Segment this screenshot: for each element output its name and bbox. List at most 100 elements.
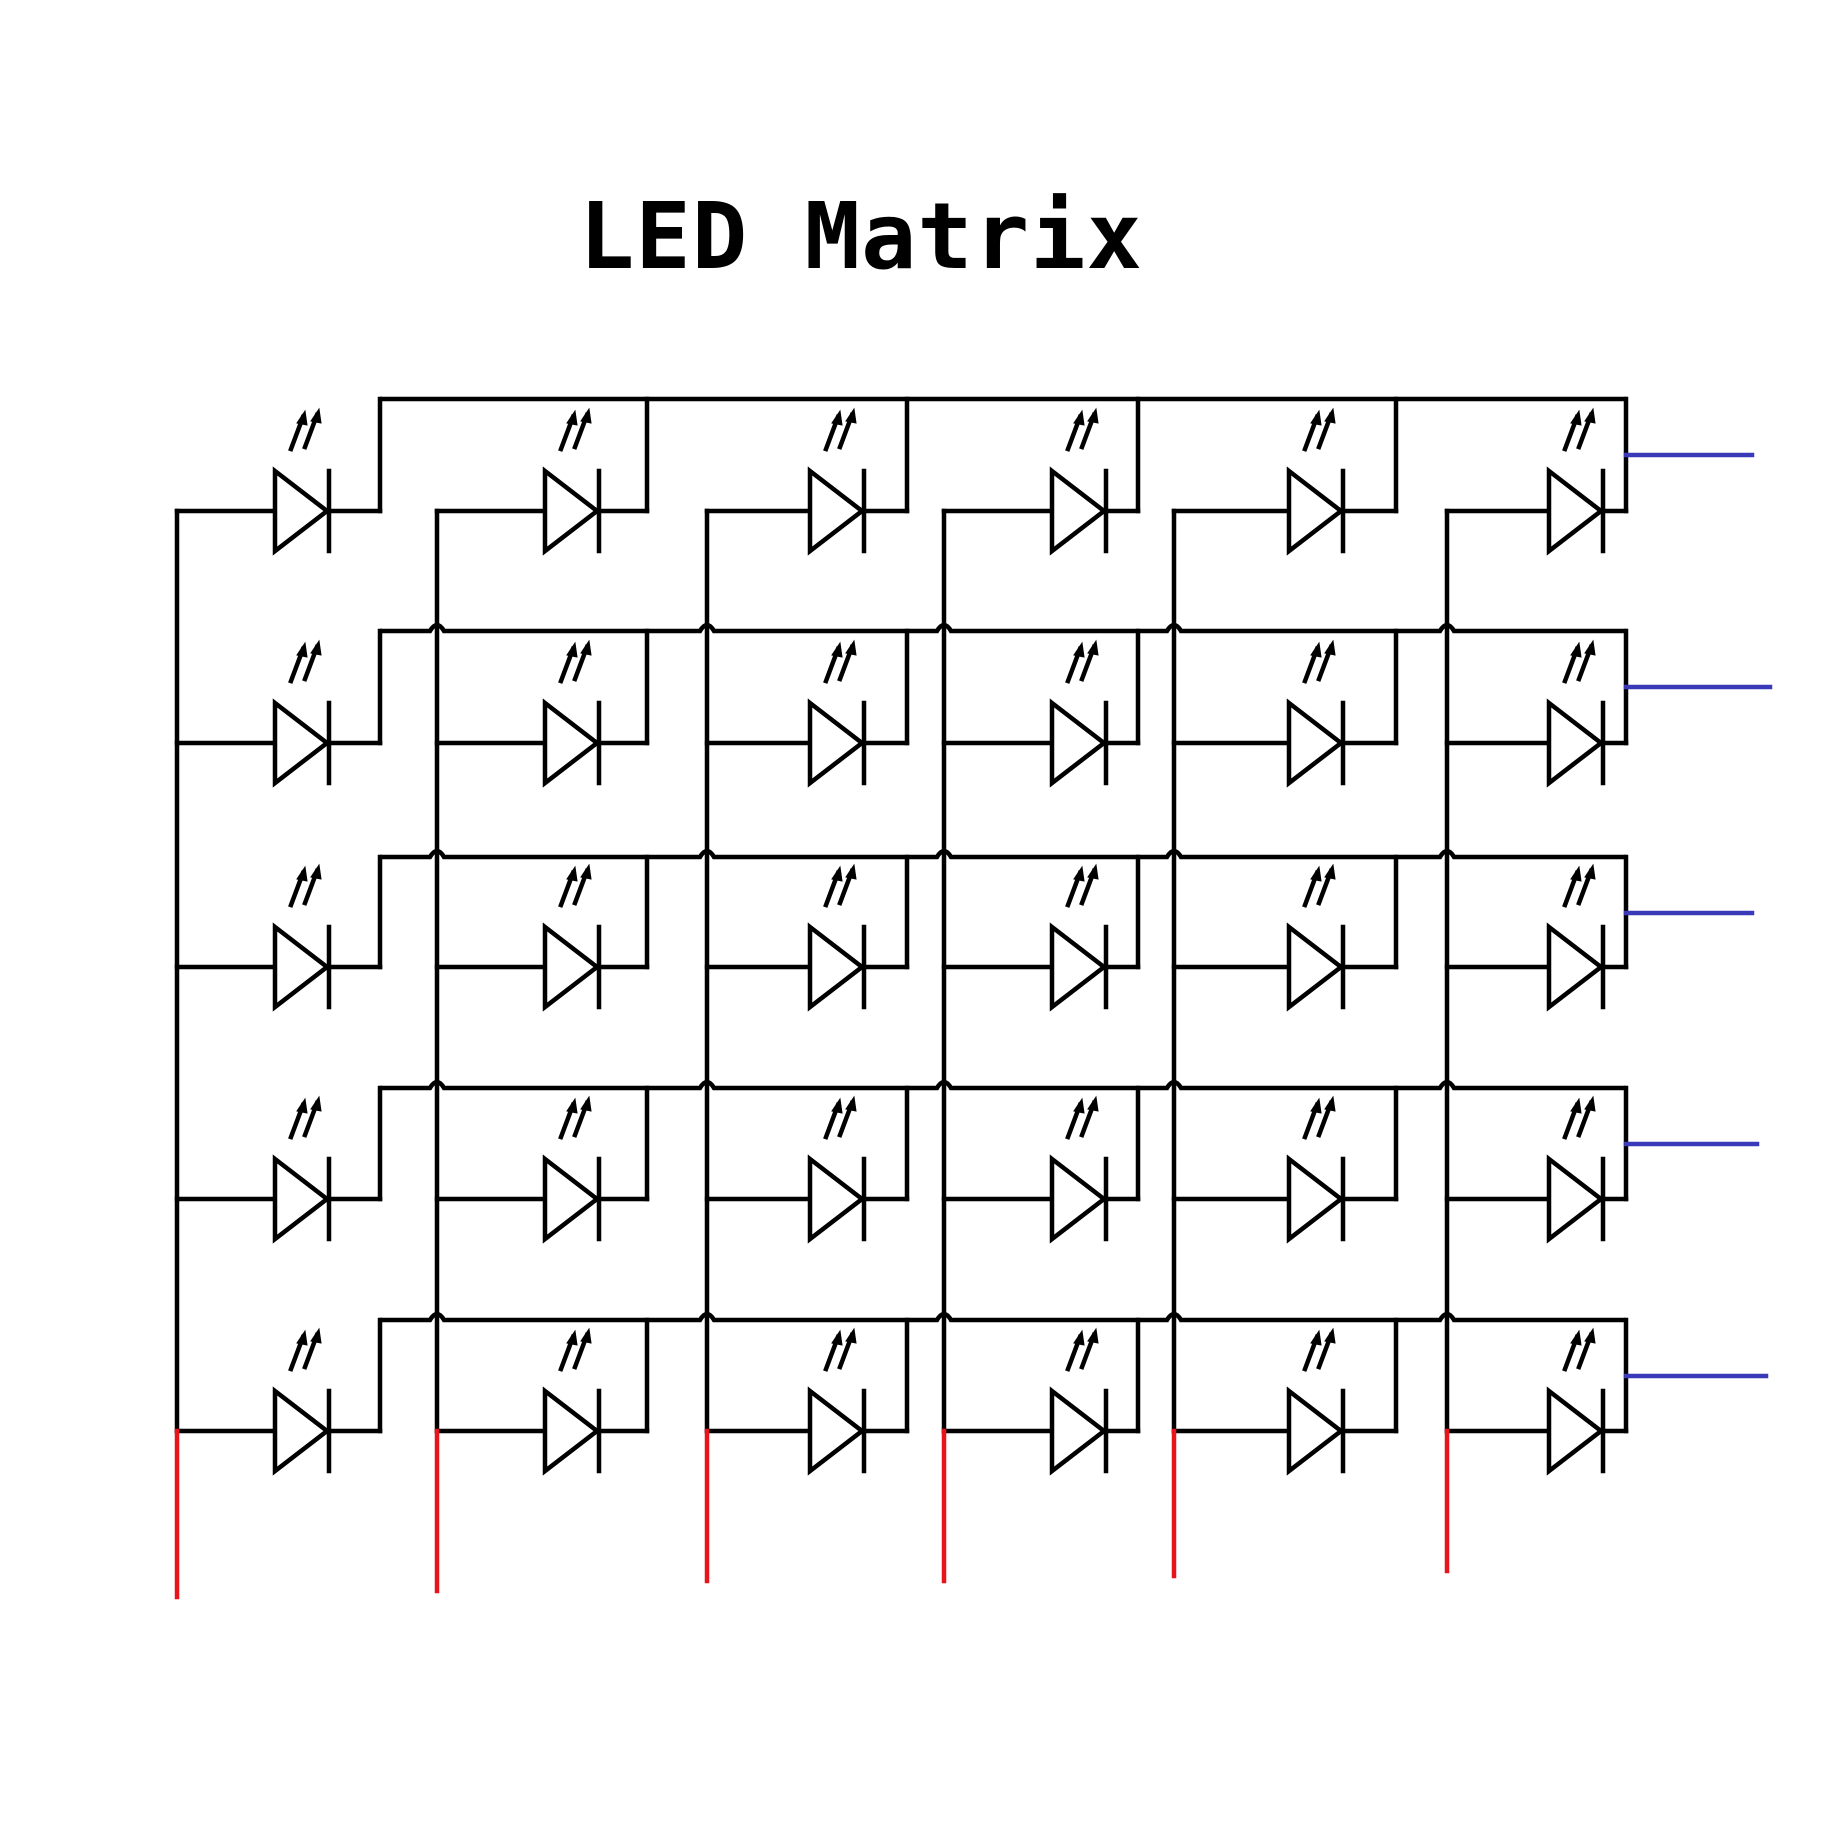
arrow-head	[1584, 639, 1596, 656]
light-emission-arrows-icon	[288, 1095, 322, 1140]
arrow-head	[310, 407, 322, 424]
arrow-head	[1584, 407, 1596, 424]
arrow-head	[1570, 409, 1582, 426]
external-leads	[174, 452, 1773, 1600]
light-emission-arrows-icon	[1302, 1327, 1336, 1372]
led-diode-icon	[1049, 1327, 1109, 1476]
led-diode-icon	[1546, 407, 1606, 556]
led-triangle	[1546, 922, 1605, 1012]
light-emission-arrows-icon	[1562, 1327, 1596, 1372]
led-triangle	[272, 1154, 331, 1244]
led-diode-icon	[807, 407, 867, 556]
led-triangle	[1546, 1154, 1605, 1244]
arrow-head	[1073, 641, 1085, 658]
light-emission-arrows-icon	[1065, 863, 1099, 908]
arrow-head	[831, 865, 843, 882]
light-emission-arrows-icon	[1065, 1095, 1099, 1140]
led-diode-icon	[272, 1095, 332, 1244]
led-triangle	[272, 922, 331, 1012]
arrow-head	[1570, 1097, 1582, 1114]
arrow-head	[1087, 639, 1099, 656]
led-diode-icon	[1546, 1327, 1606, 1476]
arrow-head	[1310, 1329, 1322, 1346]
arrow-head	[1570, 1329, 1582, 1346]
light-emission-arrows-icon	[558, 1095, 592, 1140]
arrow-head	[310, 639, 322, 656]
led-diode-icon	[1286, 407, 1346, 556]
arrow-head	[1310, 641, 1322, 658]
arrow-head	[845, 1095, 857, 1112]
light-emission-arrows-icon	[558, 863, 592, 908]
led-diode-icon	[1286, 639, 1346, 788]
led-triangle	[1286, 922, 1345, 1012]
led-diode-icon	[542, 1095, 602, 1244]
led-triangle	[1049, 466, 1108, 556]
row-line-4	[380, 1079, 1626, 1091]
arrow-head	[566, 865, 578, 882]
arrow-head	[1073, 409, 1085, 426]
led-diode-icon	[807, 1327, 867, 1476]
light-emission-arrows-icon	[1302, 1095, 1336, 1140]
led-triangle	[1286, 1154, 1345, 1244]
arrow-head	[566, 1097, 578, 1114]
led-triangle	[1546, 466, 1605, 556]
light-emission-arrows-icon	[823, 1095, 857, 1140]
led-triangle	[807, 466, 866, 556]
arrow-head	[310, 863, 322, 880]
led-diode-icon	[807, 1095, 867, 1244]
arrow-head	[1073, 1097, 1085, 1114]
led-triangle	[1546, 1386, 1605, 1476]
arrow-head	[580, 1327, 592, 1344]
led-triangle	[1286, 698, 1345, 788]
arrow-head	[1324, 1327, 1336, 1344]
led-diode-icon	[1286, 1327, 1346, 1476]
arrow-head	[310, 1327, 322, 1344]
diagram-title: LED Matrix	[579, 183, 1143, 290]
led-triangle	[272, 466, 331, 556]
led-triangle	[807, 1386, 866, 1476]
led-triangle	[1286, 1386, 1345, 1476]
led-diode-icon	[542, 639, 602, 788]
light-emission-arrows-icon	[1302, 863, 1336, 908]
arrow-head	[1310, 1097, 1322, 1114]
led-diode-icon	[1049, 863, 1109, 1012]
led-diode-icon	[1546, 1095, 1606, 1244]
arrow-head	[845, 407, 857, 424]
led-triangle	[272, 1386, 331, 1476]
led-triangle	[1049, 1386, 1108, 1476]
arrow-head	[296, 1097, 308, 1114]
led-array	[272, 407, 1606, 1476]
light-emission-arrows-icon	[823, 407, 857, 452]
light-emission-arrows-icon	[1302, 407, 1336, 452]
arrow-head	[1324, 863, 1336, 880]
arrow-head	[1073, 865, 1085, 882]
led-diode-icon	[807, 863, 867, 1012]
light-emission-arrows-icon	[823, 863, 857, 908]
light-emission-arrows-icon	[823, 639, 857, 684]
arrow-head	[1570, 641, 1582, 658]
arrow-head	[580, 1095, 592, 1112]
led-triangle	[1286, 466, 1345, 556]
light-emission-arrows-icon	[558, 407, 592, 452]
led-diode-icon	[272, 407, 332, 556]
led-triangle	[542, 1386, 601, 1476]
led-triangle	[1049, 1154, 1108, 1244]
led-triangle	[1049, 922, 1108, 1012]
arrow-head	[1087, 1327, 1099, 1344]
row-line-5	[380, 1311, 1626, 1323]
light-emission-arrows-icon	[558, 639, 592, 684]
arrow-head	[1570, 865, 1582, 882]
led-diode-icon	[542, 863, 602, 1012]
led-triangle	[542, 466, 601, 556]
light-emission-arrows-icon	[1065, 407, 1099, 452]
light-emission-arrows-icon	[1562, 639, 1596, 684]
arrow-head	[296, 1329, 308, 1346]
arrow-head	[1324, 407, 1336, 424]
led-diode-icon	[272, 863, 332, 1012]
arrow-head	[296, 641, 308, 658]
led-triangle	[1546, 698, 1605, 788]
led-triangle	[807, 698, 866, 788]
led-triangle	[542, 698, 601, 788]
arrow-head	[310, 1095, 322, 1112]
led-triangle	[542, 922, 601, 1012]
